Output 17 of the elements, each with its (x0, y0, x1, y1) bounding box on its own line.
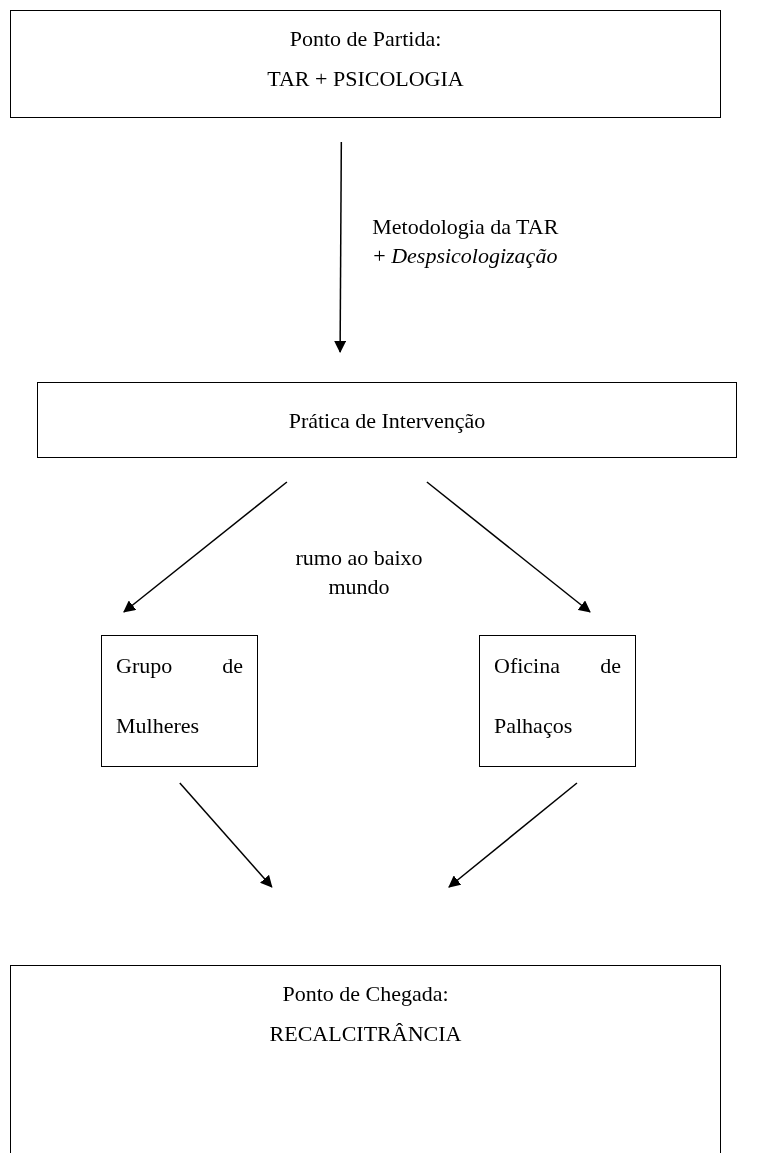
end-box (10, 965, 721, 1153)
arrow (334, 141, 347, 353)
process-box (479, 635, 636, 767)
process-box (101, 635, 258, 767)
node-text: RECALCITRÂNCIA (268, 1020, 463, 1048)
start-box (10, 10, 721, 118)
arrow (448, 782, 578, 888)
node-text: Prática de Intervenção (287, 407, 487, 435)
process-box (37, 382, 737, 458)
arrow (179, 782, 273, 888)
node-text: Ponto de Partida: (288, 25, 443, 53)
node-text: Ponto de Chegada: (281, 980, 450, 1008)
node-text: Oficina de Palhaços (493, 652, 622, 740)
arrow (426, 481, 591, 613)
node-text: Grupo de Mulheres (115, 652, 244, 740)
arrow (123, 481, 288, 613)
node-text: TAR + PSICOLOGIA (266, 65, 465, 93)
